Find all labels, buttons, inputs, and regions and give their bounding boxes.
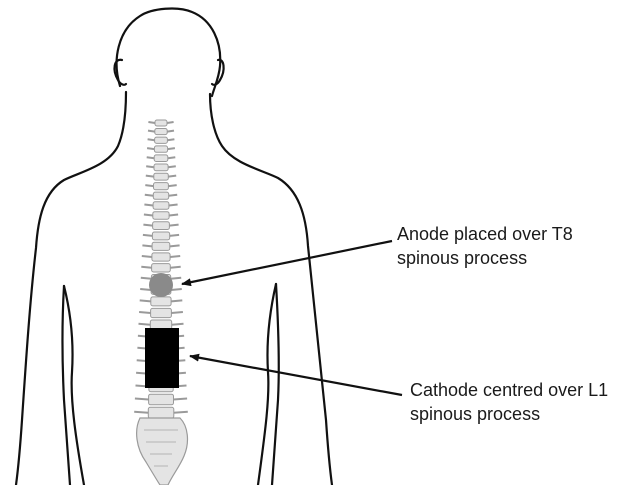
vertebra <box>148 407 174 418</box>
vertebra <box>151 308 172 317</box>
vertebra <box>152 232 169 240</box>
cathode-label: Cathode centred over L1 spinous process <box>410 378 625 426</box>
anode-label-line2: spinous process <box>397 246 617 270</box>
cathode-label-line2: spinous process <box>410 402 625 426</box>
vertebra <box>153 222 170 230</box>
sacrum-icon <box>137 418 188 485</box>
vertebra <box>155 137 168 143</box>
vertebra <box>154 164 168 171</box>
vertebra <box>149 394 174 405</box>
vertebra <box>153 212 169 220</box>
vertebra <box>153 202 169 209</box>
cathode-label-line1: Cathode centred over L1 <box>410 378 625 402</box>
vertebra <box>150 320 171 329</box>
vertebra <box>153 192 168 199</box>
vertebra <box>152 264 171 272</box>
vertebra <box>151 297 171 306</box>
vertebra <box>155 120 167 126</box>
vertebra <box>152 253 170 261</box>
anode-label-line1: Anode placed over T8 <box>397 222 617 246</box>
vertebra <box>154 183 169 190</box>
cathode-electrode-icon <box>145 328 179 388</box>
anode-arrow <box>182 241 392 284</box>
vertebra <box>152 242 170 250</box>
vertebra <box>154 173 169 180</box>
anode-label: Anode placed over T8 spinous process <box>397 222 617 270</box>
vertebra <box>154 155 168 162</box>
vertebra <box>154 146 167 152</box>
vertebra <box>155 129 167 135</box>
anode-electrode-icon <box>149 273 173 297</box>
cathode-arrow <box>190 356 402 395</box>
